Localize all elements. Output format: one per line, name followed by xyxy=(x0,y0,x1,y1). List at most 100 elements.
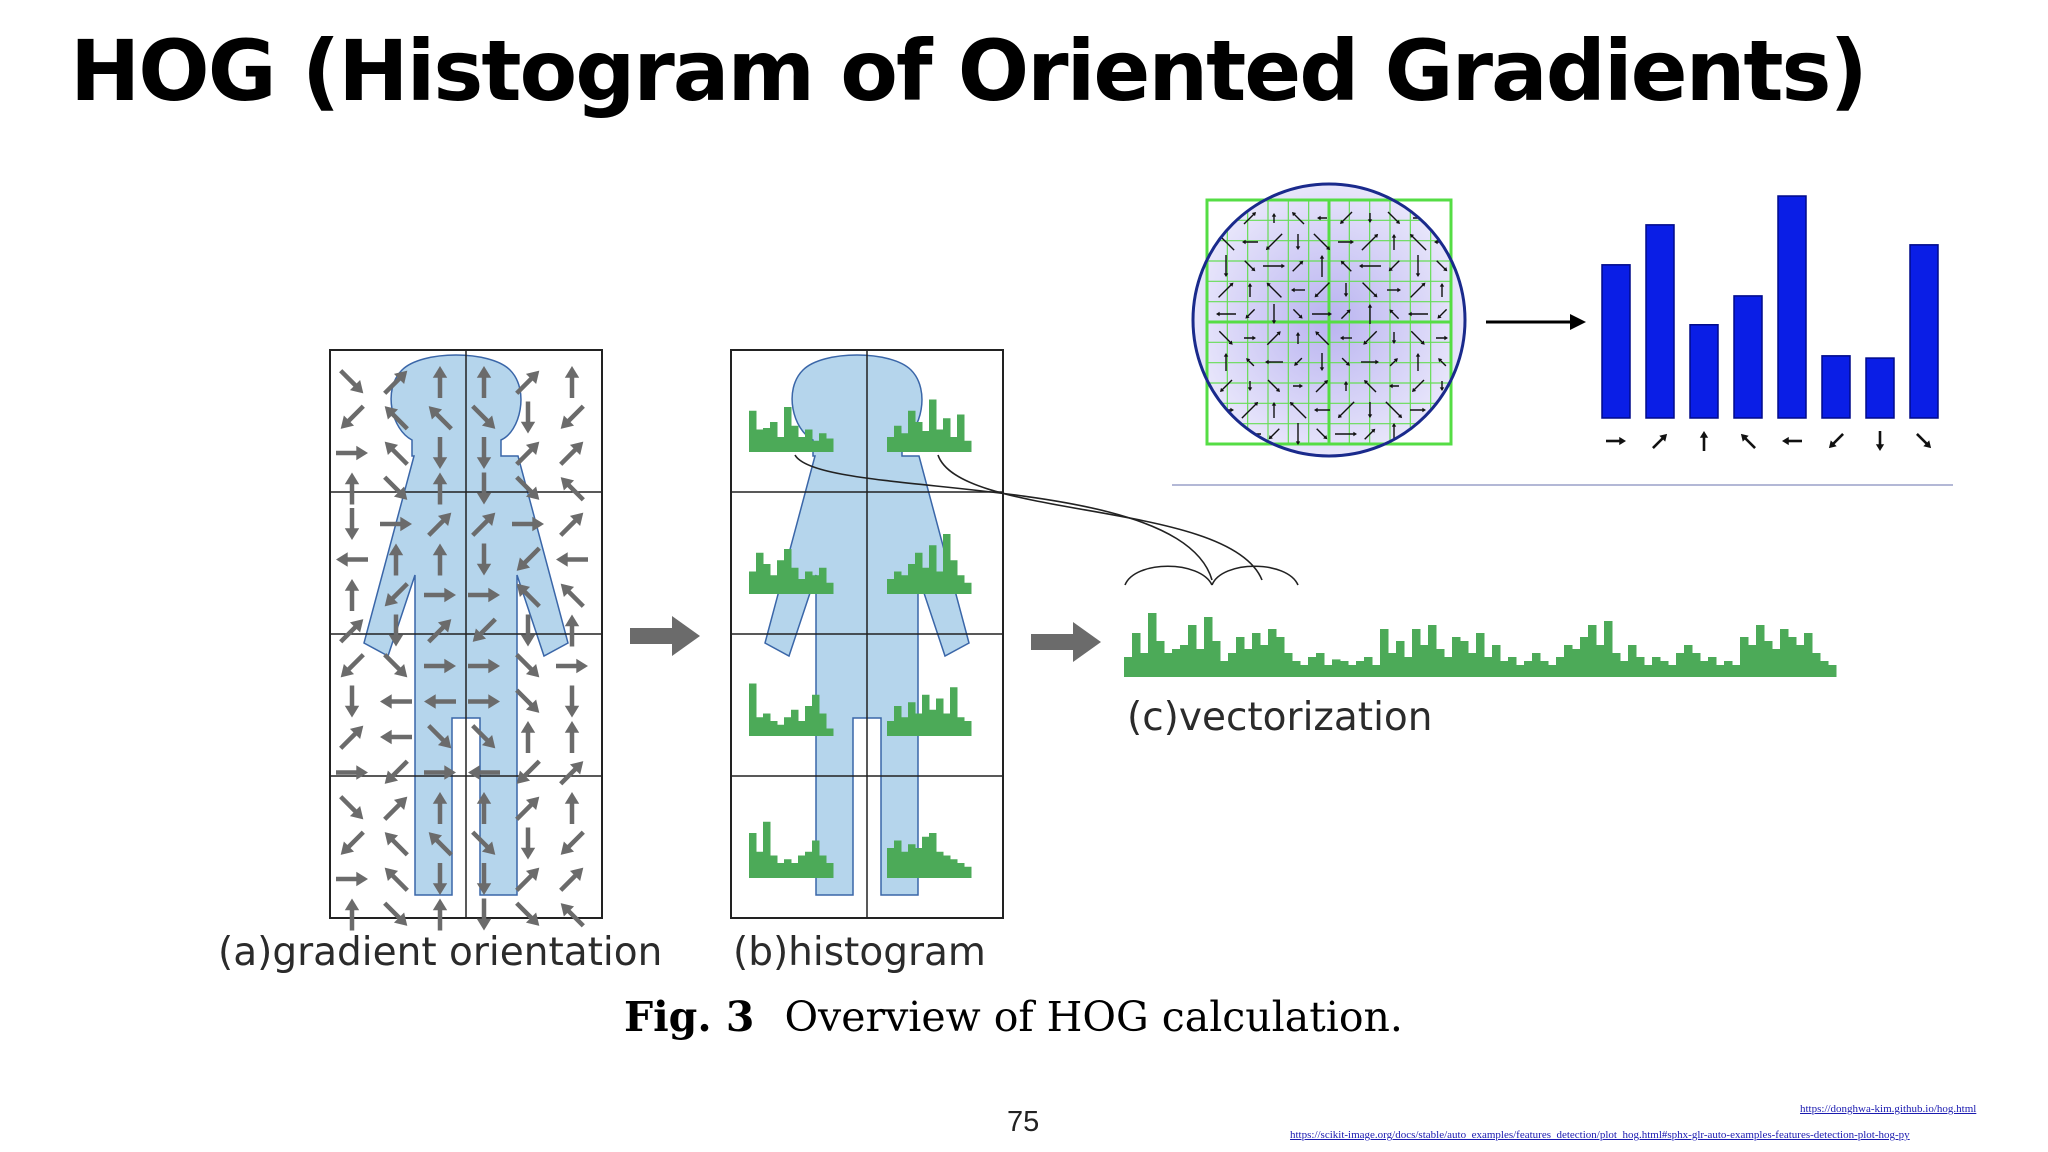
gradient-arrow xyxy=(432,366,448,398)
orientation-bin-icon-4 xyxy=(1782,436,1802,446)
vector-histogram-bar xyxy=(1828,665,1837,677)
cell-histogram-bar xyxy=(749,571,757,594)
vector-histogram-bar xyxy=(1700,661,1709,677)
gradient-arrow-small xyxy=(1367,304,1373,324)
gradient-arrow xyxy=(432,437,448,469)
gradient-arrow-small xyxy=(1389,383,1399,389)
reference-link-1[interactable]: https://donghwa-kim.github.io/hog.html xyxy=(1800,1103,1977,1115)
vector-histogram-bar xyxy=(1428,625,1437,677)
cell-histogram-bar xyxy=(770,422,778,452)
cell-histogram-bar xyxy=(908,844,916,878)
cell-histogram-bar xyxy=(929,399,937,452)
gradient-arrow-small xyxy=(1292,308,1303,319)
gradient-arrow-small xyxy=(1216,311,1236,317)
cell-histogram-bar xyxy=(756,717,764,736)
gradient-arrow xyxy=(471,404,496,429)
cell-histogram-bar xyxy=(950,560,958,594)
vector-histogram-bar xyxy=(1228,653,1237,677)
cell-histogram-bar xyxy=(894,840,902,878)
gradient-arrow xyxy=(559,441,584,466)
gradient-arrow xyxy=(340,404,365,429)
gradient-arrow-small xyxy=(1295,423,1301,445)
gradient-arrow xyxy=(515,441,540,466)
orientation-bar xyxy=(1909,244,1939,419)
gradient-arrow xyxy=(432,472,448,505)
gradient-arrow-small xyxy=(1438,358,1447,367)
gradient-arrow-small xyxy=(1409,233,1427,251)
gradient-arrow xyxy=(471,830,496,855)
label-vectorization: (c)vectorization xyxy=(1127,695,1433,740)
orientation-bin-icon-7 xyxy=(1916,433,1932,449)
vector-histogram-bar xyxy=(1284,653,1293,677)
vector-histogram-bar xyxy=(1740,637,1749,677)
gradient-cell-circle xyxy=(1191,182,1467,458)
gradient-arrow xyxy=(468,694,500,709)
flow-arrow-a-to-b xyxy=(630,616,700,656)
vectorized-histogram xyxy=(1124,613,1837,677)
gradient-arrow-small xyxy=(1359,263,1381,269)
gradient-arrow xyxy=(476,898,492,931)
vector-histogram-bar xyxy=(1244,649,1253,677)
gradient-arrow-small xyxy=(1247,283,1253,297)
cell-histogram-bar xyxy=(908,410,916,452)
cell-histogram-bar xyxy=(826,863,834,878)
gradient-arrow-small xyxy=(1391,234,1397,250)
gradient-arrow-small xyxy=(1218,282,1234,298)
vector-histogram-bar xyxy=(1436,649,1445,677)
vector-histogram-bar xyxy=(1220,661,1229,677)
cell-histogram-bar xyxy=(922,567,930,594)
gradient-arrow xyxy=(564,792,580,824)
gradient-arrow-small xyxy=(1385,401,1403,419)
vector-histogram-bar xyxy=(1524,661,1533,677)
gradient-arrow xyxy=(339,619,364,644)
page-number: 75 xyxy=(1007,1106,1040,1138)
vector-histogram-bar xyxy=(1628,645,1637,677)
gradient-arrow xyxy=(383,653,408,678)
vector-histogram-bar xyxy=(1124,657,1133,677)
vector-histogram-bar xyxy=(1612,653,1621,677)
gradient-arrow-small xyxy=(1315,379,1329,393)
vector-histogram-bar xyxy=(1692,653,1701,677)
vector-histogram-bar xyxy=(1276,637,1285,677)
reference-link-2[interactable]: https://scikit-image.org/docs/stable/aut… xyxy=(1290,1129,1910,1141)
cell-histogram-bar xyxy=(812,440,820,452)
cell-histogram-bar xyxy=(791,709,799,736)
cell-histogram-bar xyxy=(922,431,930,452)
vector-histogram-bar xyxy=(1644,665,1653,677)
gradient-arrow xyxy=(556,658,588,674)
gradient-arrow xyxy=(468,658,500,674)
cell-histogram-bar xyxy=(943,855,951,878)
cell-histogram-bar xyxy=(887,437,895,452)
gradient-arrow xyxy=(384,582,409,607)
gradient-arrow-small xyxy=(1367,213,1373,223)
gradient-arrow-small xyxy=(1338,239,1354,245)
gradient-arrow xyxy=(344,898,360,931)
vector-histogram-bar xyxy=(1132,633,1141,677)
gradient-arrow xyxy=(336,765,368,780)
gradient-arrow-small xyxy=(1364,428,1376,440)
gradient-circle-outline xyxy=(1191,182,1467,458)
cell-histogram-bar xyxy=(826,438,834,452)
orientation-bar xyxy=(1777,195,1807,419)
vector-histogram-bar xyxy=(1300,665,1309,677)
cell-histogram-bar xyxy=(791,425,799,452)
vector-histogram-bar xyxy=(1156,641,1165,677)
gradient-arrow xyxy=(380,516,412,532)
vector-histogram-bar xyxy=(1260,645,1269,677)
cell-histogram-bar xyxy=(894,425,902,452)
vector-histogram-bar xyxy=(1172,649,1181,677)
gradient-arrow xyxy=(424,694,456,709)
cell-histogram-bar xyxy=(777,724,785,736)
vector-histogram-bar xyxy=(1572,649,1581,677)
gradient-arrow xyxy=(559,512,584,537)
gradient-arrow-small xyxy=(1340,309,1351,320)
vector-histogram-bar xyxy=(1748,645,1757,677)
gradient-arrow xyxy=(516,759,541,784)
orientation-bar xyxy=(1733,295,1763,419)
gradient-arrow xyxy=(384,406,409,431)
gradient-arrow xyxy=(344,508,360,540)
vector-histogram-bar xyxy=(1668,665,1677,677)
cell-histogram-bar xyxy=(957,863,965,878)
cell-histogram-bar xyxy=(922,836,930,878)
vector-histogram-bar xyxy=(1820,661,1829,677)
